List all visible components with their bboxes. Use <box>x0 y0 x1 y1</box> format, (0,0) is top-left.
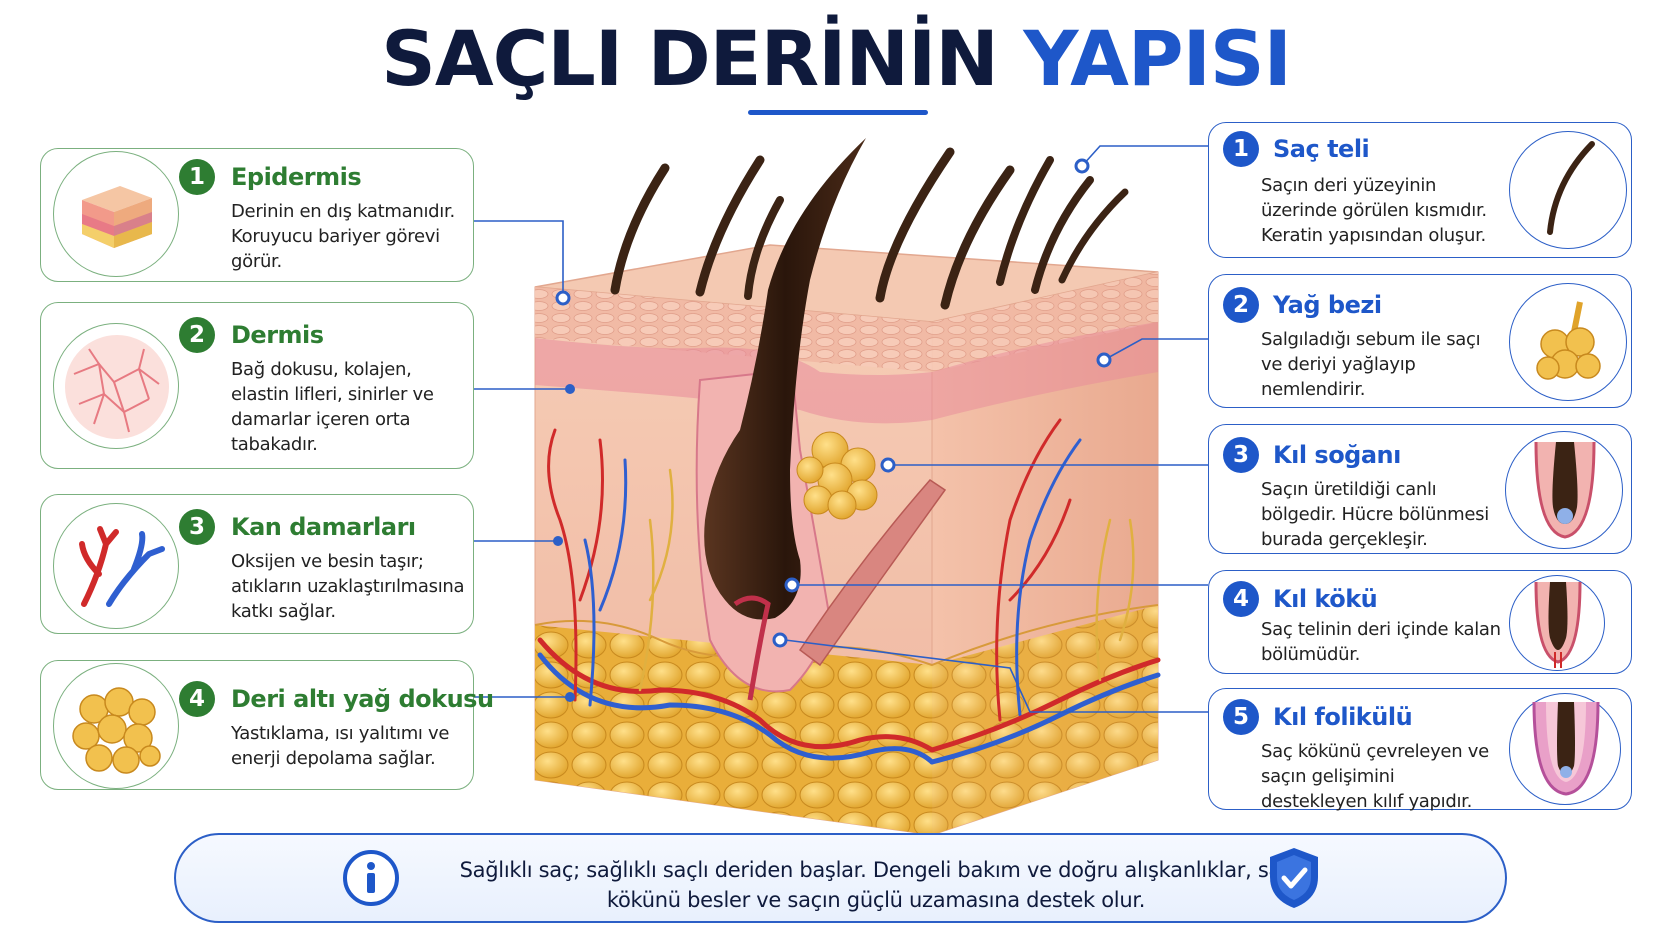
shield-check-icon <box>1266 845 1322 911</box>
card-description: Saçın üretildiği canlı bölgedir. Hücre b… <box>1261 479 1489 550</box>
card-title: Saç teli <box>1273 135 1370 163</box>
card-hair-bulb: 3 Kıl soğanı Saçın üretildiği canlı bölg… <box>1208 424 1632 554</box>
num-badge: 2 <box>1223 287 1259 323</box>
num-badge: 2 <box>179 317 215 353</box>
epidermis-layers-icon <box>53 151 179 277</box>
card-title: Kan damarları <box>231 513 416 541</box>
num-badge: 1 <box>1223 131 1259 167</box>
card-description: Saç telinin deri içinde kalan bölümüdür. <box>1261 619 1501 665</box>
card-title: Dermis <box>231 321 324 349</box>
hair-root-icon <box>1509 575 1605 671</box>
sebaceous-gland-icon <box>1509 283 1627 401</box>
card-description: Oksijen ve besin taşır; atıkların uzakla… <box>231 551 465 622</box>
card-description: Salgıladığı sebum ile saçı ve deriyi yağ… <box>1261 329 1481 400</box>
info-banner: Sağlıklı saç; sağlıklı saçlı deriden baş… <box>174 833 1507 923</box>
blood-vessels-icon <box>53 503 179 629</box>
hair-strand-icon <box>1509 131 1627 249</box>
card-title: Kıl folikülü <box>1273 703 1413 731</box>
card-epidermis: 1 Epidermis Derinin en dış katmanıdır. K… <box>40 148 474 282</box>
info-icon <box>342 849 400 907</box>
num-badge: 4 <box>1223 581 1259 617</box>
card-hair-follicle: 5 Kıl folikülü Saç kökünü çevreleyen ve … <box>1208 688 1632 812</box>
num-badge: 5 <box>1223 699 1259 735</box>
fat-layer <box>535 625 932 835</box>
page-title: SAÇLI DERİNİN YAPISI <box>0 14 1672 104</box>
title-accent: YAPISI <box>1023 14 1292 103</box>
num-badge: 3 <box>179 509 215 545</box>
card-sebaceous-gland: 2 Yağ bezi Salgıladığı sebum ile saçı ve… <box>1208 274 1632 408</box>
num-badge: 4 <box>179 681 215 717</box>
epidermis-layer <box>535 287 932 372</box>
card-dermis: 2 Dermis Bağ dokusu, kolajen, elastin li… <box>40 302 474 469</box>
card-fat-tissue: 4 Deri altı yağ dokusu Yastıklama, ısı y… <box>40 660 494 790</box>
title-main: SAÇLI DERİNİN <box>381 14 999 103</box>
card-title: Yağ bezi <box>1273 291 1382 319</box>
card-description: Derinin en dış katmanıdır. Koruyucu bari… <box>231 201 455 272</box>
card-title: Kıl kökü <box>1273 585 1378 613</box>
card-hair-root: 4 Kıl kökü Saç telinin deri içinde kalan… <box>1208 570 1632 674</box>
card-description: Saçın deri yüzeyinin üzerinde görülen kı… <box>1261 175 1487 246</box>
sebaceous-gland <box>796 431 878 520</box>
hair-bulb-icon <box>1505 431 1623 549</box>
leader-lines <box>474 145 1208 713</box>
card-hair-shaft: 1 Saç teli Saçın deri yüzeyinin üzerinde… <box>1208 122 1632 258</box>
num-badge: 3 <box>1223 437 1259 473</box>
card-blood-vessels: 3 Kan damarları Oksijen ve besin taşır; … <box>40 494 474 634</box>
hair-follicle-icon <box>1509 693 1621 805</box>
card-description: Bağ dokusu, kolajen, elastin lifleri, si… <box>231 359 434 455</box>
card-title: Deri altı yağ dokusu <box>231 685 494 713</box>
num-badge: 1 <box>179 159 215 195</box>
card-title: Kıl soğanı <box>1273 441 1401 469</box>
title-underline <box>748 110 928 115</box>
arrector-muscle <box>798 479 947 667</box>
card-description: Yastıklama, ısı yalıtımı ve enerji depol… <box>231 723 450 769</box>
fat-cells-icon <box>53 663 179 789</box>
info-text: Sağlıklı saç; sağlıklı saçlı deriden baş… <box>459 858 1293 912</box>
card-title: Epidermis <box>231 163 362 191</box>
card-description: Saç kökünü çevreleyen ve saçın gelişimin… <box>1261 741 1489 812</box>
dermis-fibers-icon <box>53 323 179 449</box>
